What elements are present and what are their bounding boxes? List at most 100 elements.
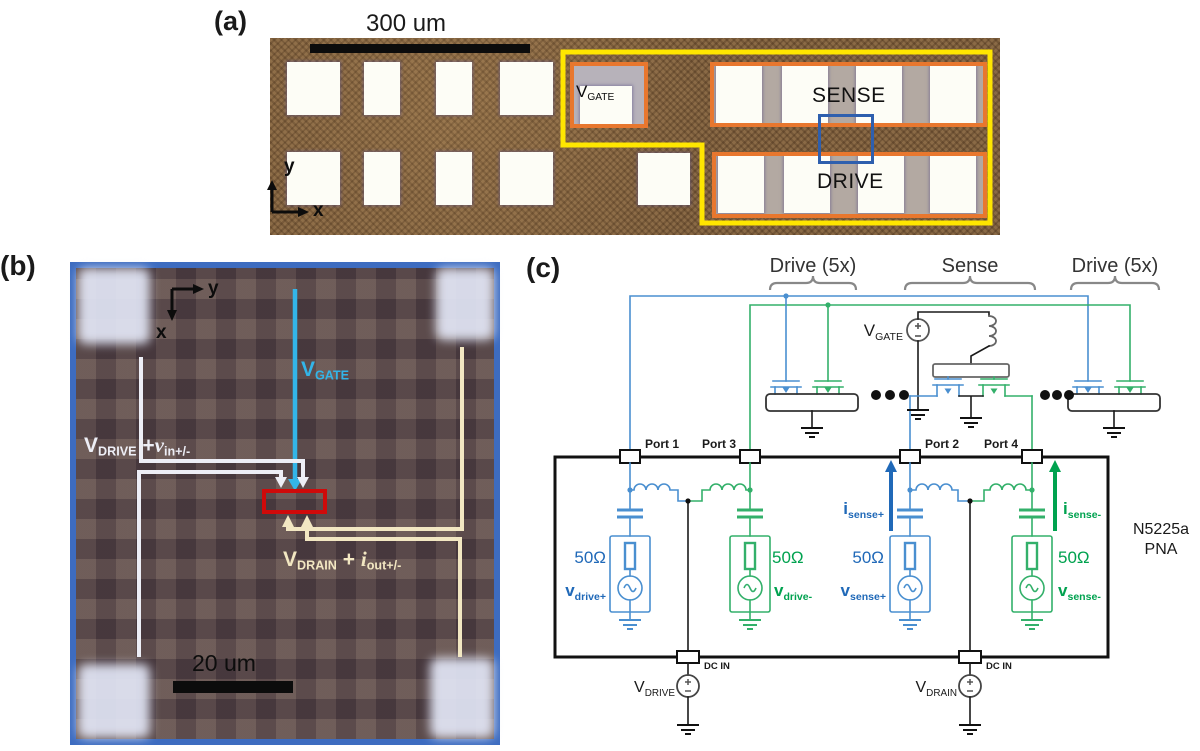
bond-pad (436, 152, 472, 205)
branch-port1 (609, 462, 689, 630)
ground-symbol (1021, 619, 1043, 630)
axis-x-label-a: x (313, 200, 324, 221)
resonator-device-box (262, 489, 327, 514)
sense-transistor-pair (909, 363, 1033, 428)
drive-right-group-label: Drive (5x) (1072, 255, 1159, 277)
blue-gate-bus (629, 295, 1089, 451)
bond-pad (638, 153, 690, 205)
sense-group-label: Sense (942, 255, 999, 277)
vdrain-dc-label: VDRAIN (916, 679, 958, 699)
group-braces (768, 275, 1161, 291)
bond-pad (287, 62, 340, 115)
50ohm-resistor (1025, 541, 1039, 571)
ellipsis-dots (871, 390, 1074, 400)
device-zoom-box (818, 114, 874, 164)
sense-highlight-box (710, 62, 987, 127)
axis-y-label-b: y (208, 278, 219, 299)
vdrive-plus-label: vdrive+ (565, 581, 606, 603)
50ohm-resistor (743, 541, 757, 571)
port3-connector (739, 449, 761, 464)
bias-tee-inductor (687, 483, 751, 502)
port2-label: Port 2 (925, 437, 959, 451)
scale-bar-20um (173, 681, 293, 693)
panel-b-label: (b) (0, 250, 36, 281)
bond-pad (364, 152, 400, 205)
ground-symbol (960, 417, 982, 428)
instrument-model: N5225a (1133, 521, 1189, 538)
sense-mosfet-minus (978, 376, 1010, 397)
panel-b-micrograph (70, 262, 500, 745)
bias-tee-inductor (909, 483, 971, 502)
green-gate-bus (749, 304, 1131, 451)
vsense-minus-label: vsense- (1058, 581, 1101, 603)
vdrive-dc-label: VDRIVE (634, 679, 675, 699)
ground-symbol (907, 409, 929, 420)
port1-label: Port 1 (645, 437, 679, 451)
scale-label-20um: 20 um (192, 650, 256, 676)
gate-buses (629, 293, 1131, 451)
50ohm-resistor (903, 541, 917, 571)
vgate-trace (288, 289, 302, 491)
axis-y-label-a: y (284, 156, 295, 177)
50ohm-resistor (623, 541, 637, 571)
drive-body-bar (1067, 393, 1161, 412)
panel-c-label: (c) (526, 252, 561, 283)
dc-feeds (676, 498, 982, 735)
bond-pad (287, 152, 340, 205)
vdrive-minus-label: vdrive- (774, 581, 813, 603)
vdrive-trace-label: VDRIVE +vin+/- (84, 433, 191, 459)
ground-symbol (801, 427, 823, 438)
corner-pad (436, 268, 494, 340)
sense-mosfet-plus (932, 376, 964, 397)
impedance-label-p2: 50Ω (852, 548, 884, 567)
bond-pad (364, 62, 400, 115)
gate-bias-inductor (988, 315, 997, 347)
drive-body-bar (765, 393, 859, 412)
dc-in-label-2: DC IN (986, 661, 1012, 672)
vgate-label-c: VGATE (864, 321, 903, 343)
dc-in-connector (676, 650, 700, 664)
drive-pad (930, 156, 976, 213)
dc-in-label-1: DC IN (704, 661, 730, 672)
bond-pad (500, 152, 553, 205)
port4-label: Port 4 (984, 437, 1018, 451)
brace-sense (903, 275, 1037, 291)
ground-symbol (1103, 427, 1125, 438)
panel-a-label: (a) (214, 6, 247, 36)
bond-pad (500, 62, 553, 115)
vgate-trace-label: VGATE (301, 358, 350, 383)
ground-symbol (739, 619, 761, 630)
drive-pad (718, 156, 764, 213)
port3-label: Port 3 (702, 437, 736, 451)
corner-pad (78, 664, 150, 738)
sense-gate-bus-bar (932, 363, 1010, 378)
isense-plus-label: isense+ (843, 499, 884, 521)
vdrain-dc-source (958, 674, 982, 698)
vdrain-trace-label: VDRAIN + iout+/- (283, 547, 402, 573)
vdrive-dc-source (676, 674, 700, 698)
axes-a (267, 180, 309, 217)
scale-bar-300um (310, 44, 530, 53)
axes-b (167, 284, 204, 321)
port1-connector (619, 449, 641, 464)
vgate-pad (580, 86, 632, 124)
vgate-highlight-box (570, 62, 648, 128)
vsense-plus-label: vsense+ (841, 581, 886, 603)
isense-minus-label: isense- (1063, 499, 1102, 521)
sense-pad (930, 66, 976, 123)
sense-pad (716, 66, 762, 123)
sense-pad (856, 66, 902, 123)
bias-tee-inductor (969, 483, 1033, 502)
pna-box (553, 455, 1110, 659)
drive-pair-right (1067, 380, 1161, 438)
drive-left-group-label: Drive (5x) (770, 255, 857, 277)
drive-pair-left (765, 380, 859, 438)
brace-drive-left (768, 275, 858, 291)
branch-port2 (885, 460, 971, 630)
bond-pad (436, 62, 472, 115)
branch-port4 (969, 460, 1061, 630)
impedance-label-p1: 50Ω (574, 548, 606, 567)
drive-row-label: DRIVE (817, 170, 884, 193)
drive-pad (784, 156, 830, 213)
